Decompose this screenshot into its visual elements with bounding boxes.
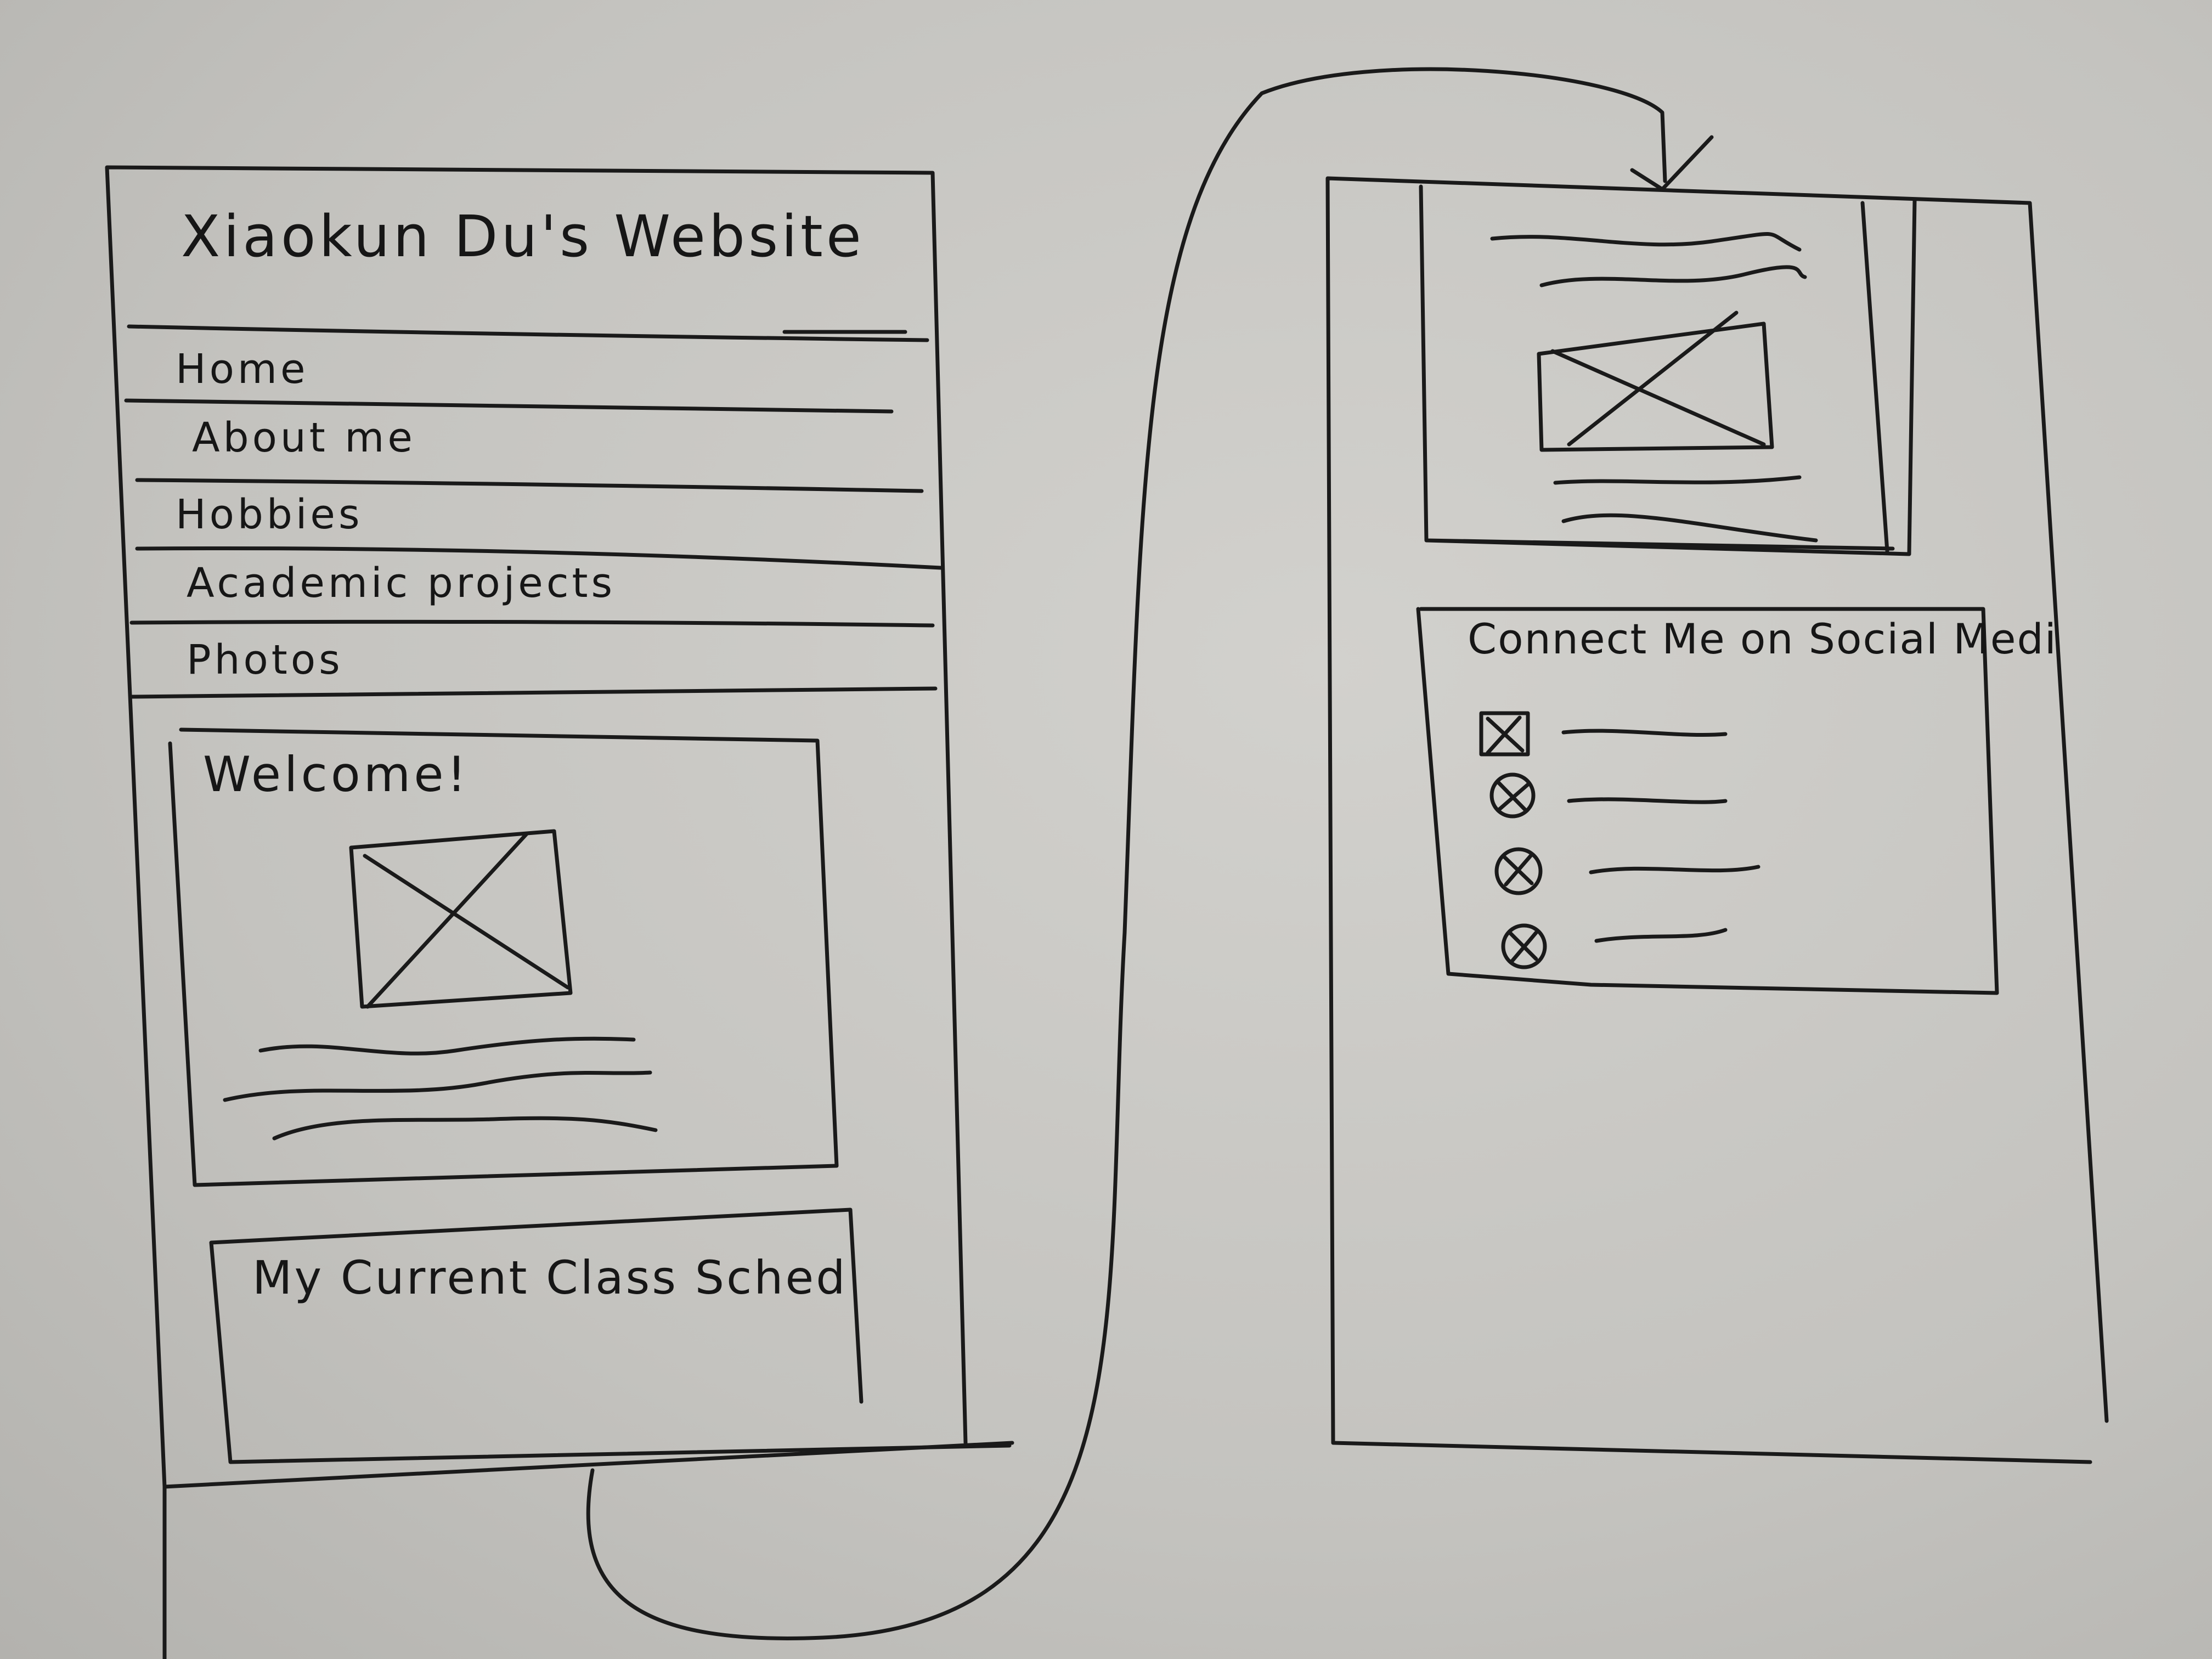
left-page-frame — [105, 165, 1014, 1659]
right-top-card-frame — [1419, 184, 1917, 556]
site-title: Xiaokun Du's Website — [181, 203, 865, 270]
welcome-text-line-3 — [272, 1116, 658, 1141]
right-page-frame — [1325, 176, 2109, 1464]
page-connector — [586, 67, 1667, 1640]
right-text-line-4 — [1561, 513, 1818, 543]
social-card-frame — [1416, 607, 1999, 995]
nav-divider-5 — [129, 686, 938, 699]
right-image-frame — [1537, 321, 1774, 452]
right-text-line-2 — [1539, 265, 1807, 287]
nav-item-about-me[interactable]: About me — [192, 414, 416, 461]
right-image-cross-2 — [1567, 311, 1739, 447]
nav-divider-4 — [129, 619, 935, 628]
welcome-text-line-2 — [223, 1070, 652, 1102]
social-heading: Connect Me on Social Media! — [1468, 614, 2057, 663]
social-icon-3 — [1494, 847, 1543, 895]
schedule-heading: My Current Class Schedule — [252, 1251, 850, 1305]
nav-item-hobbies[interactable]: Hobbies — [176, 491, 363, 538]
header-divider — [127, 324, 929, 342]
welcome-heading: Welcome! — [203, 746, 470, 803]
social-icon-4 — [1501, 923, 1547, 969]
right-text-line-1 — [1490, 232, 1802, 252]
nav-item-photos[interactable]: Photos — [187, 636, 343, 684]
schedule-card-frame — [209, 1207, 1012, 1464]
right-text-line-3 — [1553, 475, 1802, 485]
nav-item-home[interactable]: Home — [176, 346, 309, 393]
social-icon-1 — [1479, 711, 1530, 757]
nav-divider-3 — [135, 546, 943, 570]
social-icon-2 — [1489, 772, 1536, 819]
social-text-line-4 — [1594, 928, 1728, 943]
social-text-line-2 — [1567, 797, 1728, 804]
connector-arrowhead — [1630, 135, 1714, 191]
social-text-line-3 — [1589, 865, 1760, 874]
welcome-image-cross-1 — [363, 854, 570, 990]
welcome-image-frame — [349, 829, 573, 1009]
right-image-cross-1 — [1550, 349, 1766, 447]
welcome-image-cross-2 — [365, 832, 529, 1009]
social-text-line-1 — [1561, 729, 1728, 737]
nav-divider-1 — [124, 398, 894, 414]
nav-divider-2 — [135, 478, 924, 493]
welcome-card-frame — [168, 727, 839, 1187]
nav-item-academic-projects[interactable]: Academic projects — [187, 560, 616, 607]
welcome-text-line-1 — [258, 1036, 636, 1056]
